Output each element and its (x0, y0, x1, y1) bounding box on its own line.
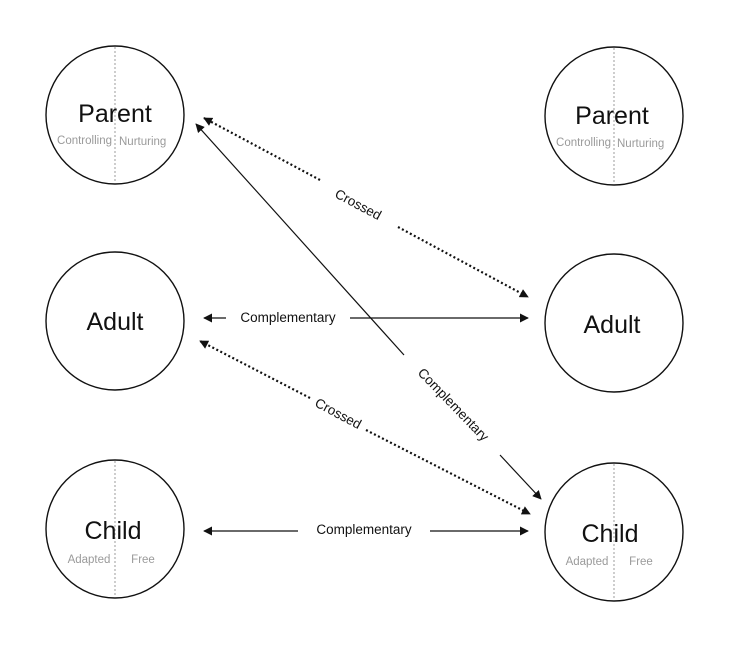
left-child-adapted-label: Adapted (68, 554, 111, 566)
crossed-top-arrow-to-left-parent (203, 117, 321, 181)
left-child-free-label: Free (131, 554, 155, 566)
right-parent-state: Parent Controlling Nurturing (544, 46, 684, 186)
complementary-child-transaction: Complementary (203, 522, 529, 537)
right-adult-circle (544, 253, 684, 393)
left-adult-state: Adult (45, 251, 185, 391)
crossed-bottom-label: Crossed (313, 395, 364, 432)
right-adult-title: Adult (584, 311, 641, 339)
right-child-state: Child Adapted Free (544, 462, 684, 602)
complementary-parent-child-label: Complementary (415, 365, 492, 444)
left-parent-state: Parent Controlling Nurturing (45, 45, 185, 185)
crossed-transaction-top: Crossed (203, 117, 529, 298)
complementary-adult-transaction: Complementary (203, 310, 529, 325)
parent-child-arrow-to-left-parent (195, 123, 405, 356)
complementary-child-label: Complementary (316, 522, 412, 537)
left-parent-nurturing-label: Nurturing (119, 136, 166, 148)
left-adult-title: Adult (87, 308, 144, 336)
left-adult-circle (45, 251, 185, 391)
right-adult-state: Adult (544, 253, 684, 393)
right-child-title: Child (582, 520, 639, 548)
right-parent-nurturing-label: Nurturing (617, 138, 664, 150)
left-parent-title: Parent (78, 100, 152, 128)
parent-child-arrow-to-right-child (499, 454, 542, 500)
crossed-bottom-arrow-to-left-adult (199, 340, 311, 399)
left-parent-controlling-label: Controlling (57, 135, 112, 147)
complementary-adult-label: Complementary (240, 310, 336, 325)
right-child-free-label: Free (629, 556, 653, 568)
right-parent-controlling-label: Controlling (556, 137, 611, 149)
crossed-top-arrow-to-right-adult (397, 226, 529, 298)
right-child-adapted-label: Adapted (566, 556, 609, 568)
crossed-top-label: Crossed (333, 186, 384, 223)
left-child-state: Child Adapted Free (45, 459, 185, 599)
left-child-title: Child (85, 517, 142, 545)
right-parent-title: Parent (575, 102, 649, 130)
crossed-bottom-arrow-to-right-child (365, 429, 531, 515)
